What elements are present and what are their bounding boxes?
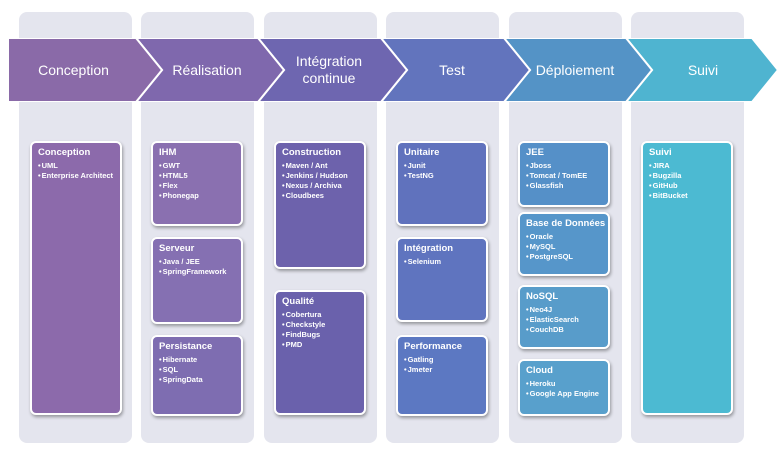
stage-label-1: Conception xyxy=(38,61,109,78)
process-arrow-svg xyxy=(8,38,778,102)
tool-list: JIRABugzillaGitHubBitBucket xyxy=(649,161,725,201)
tool-box-cloud: CloudHerokuGoogle App Engine xyxy=(518,359,610,416)
tool-list-item: Selenium xyxy=(404,257,480,267)
tool-box-nosql: NoSQL Neo4JElasticSearchCouchDB xyxy=(518,285,610,349)
tool-list-item: Enterprise Architect xyxy=(38,171,114,181)
tool-list-item: FindBugs xyxy=(282,330,358,340)
tool-box-persistance: PersistanceHibernateSQLSpringData xyxy=(151,335,243,416)
tool-list-item: GitHub xyxy=(649,181,725,191)
tool-list-item: SpringFramework xyxy=(159,267,235,277)
tool-box-performance: PerformanceGatlingJmeter xyxy=(396,335,488,416)
tool-list-item: Jenkins / Hudson xyxy=(282,171,358,181)
tool-box-ihm: IHM GWTHTML5FlexPhonegap xyxy=(151,141,243,226)
process-arrow-band: Conception Réalisation Intégration continu… xyxy=(8,38,778,102)
tool-list: HerokuGoogle App Engine xyxy=(526,379,602,399)
tool-list: Selenium xyxy=(404,257,480,267)
tool-list: GatlingJmeter xyxy=(404,355,480,375)
tool-list-item: TestNG xyxy=(404,171,480,181)
tool-list-item: Gatling xyxy=(404,355,480,365)
tool-box-title: Serveur xyxy=(159,243,195,254)
tool-box-title: Cloud xyxy=(526,365,553,376)
tool-list-item: Glassfish xyxy=(526,181,602,191)
tool-list-item: SpringData xyxy=(159,375,235,385)
tool-box-unitaire: UnitaireJunitTestNG xyxy=(396,141,488,226)
tool-list-item: Google App Engine xyxy=(526,389,602,399)
tool-list-item: ElasticSearch xyxy=(526,315,602,325)
tool-list-item: Oracle xyxy=(526,232,602,242)
tool-list-item: Bugzilla xyxy=(649,171,725,181)
tool-list: OracleMySQLPostgreSQL xyxy=(526,232,602,262)
stage-label-2: Réalisation xyxy=(172,61,242,78)
stage-label-4: Test xyxy=(439,61,465,78)
tool-list-item: Nexus / Archiva xyxy=(282,181,358,191)
tool-box-title: Persistance xyxy=(159,341,213,352)
tool-list-item: Flex xyxy=(159,181,235,191)
tool-list: Neo4JElasticSearchCouchDB xyxy=(526,305,602,335)
tool-list-item: Hibernate xyxy=(159,355,235,365)
tool-box-conception: ConceptionUMLEnterprise Architect xyxy=(30,141,122,415)
tool-list: GWTHTML5FlexPhonegap xyxy=(159,161,235,201)
tool-box-title: Unitaire xyxy=(404,147,440,158)
tool-box-title: Conception xyxy=(38,147,91,158)
tool-list: CoberturaCheckstyleFindBugsPMD xyxy=(282,310,358,350)
tool-list-item: Jboss xyxy=(526,161,602,171)
tool-list-item: Tomcat / TomEE xyxy=(526,171,602,181)
tool-list-item: Jmeter xyxy=(404,365,480,375)
tool-box-construction: ConstructionMaven / AntJenkins / HudsonN… xyxy=(274,141,366,269)
tool-list: Maven / AntJenkins / HudsonNexus / Archi… xyxy=(282,161,358,201)
tool-box-qualit-: QualitéCoberturaCheckstyleFindBugsPMD xyxy=(274,290,366,415)
tool-list-item: CouchDB xyxy=(526,325,602,335)
tool-box-title: Base de Données xyxy=(526,218,606,229)
stage-label-6: Suivi xyxy=(687,61,719,78)
tool-list-item: Cloudbees xyxy=(282,191,358,201)
tool-box-int-gration: IntégrationSelenium xyxy=(396,237,488,322)
tool-list-item: Java / JEE xyxy=(159,257,235,267)
tool-box-title: Suivi xyxy=(649,147,672,158)
tool-box-title: JEE xyxy=(526,147,544,158)
tool-box-title: Performance xyxy=(404,341,463,352)
tool-box-title: Construction xyxy=(282,147,342,158)
tool-list-item: Heroku xyxy=(526,379,602,389)
tool-list: Java / JEESpringFramework xyxy=(159,257,235,277)
stage-label-3: Intégration continue xyxy=(295,53,363,86)
tool-list-item: PMD xyxy=(282,340,358,350)
tool-list-item: JIRA xyxy=(649,161,725,171)
tool-list-item: Cobertura xyxy=(282,310,358,320)
tool-box-title: Intégration xyxy=(404,243,454,254)
tool-list-item: Junit xyxy=(404,161,480,171)
tool-box-title: IHM xyxy=(159,147,177,158)
tool-list-item: Maven / Ant xyxy=(282,161,358,171)
tool-list-item: GWT xyxy=(159,161,235,171)
tool-list-item: MySQL xyxy=(526,242,602,252)
tool-list-item: Phonegap xyxy=(159,191,235,201)
tool-box-suivi: SuiviJIRABugzillaGitHubBitBucket xyxy=(641,141,733,415)
tool-box-title: NoSQL xyxy=(526,291,559,302)
tool-list-item: HTML5 xyxy=(159,171,235,181)
tool-list-item: Checkstyle xyxy=(282,320,358,330)
tool-box-base-de-donn-es: Base de DonnéesOracleMySQLPostgreSQL xyxy=(518,212,610,276)
tool-list: HibernateSQLSpringData xyxy=(159,355,235,385)
stage-label-5: Déploiement xyxy=(535,61,615,78)
stage-chevron-1 xyxy=(8,38,164,102)
tool-list-item: BitBucket xyxy=(649,191,725,201)
tool-box-serveur: ServeurJava / JEESpringFramework xyxy=(151,237,243,324)
tool-list-item: Neo4J xyxy=(526,305,602,315)
tool-list: JbossTomcat / TomEEGlassfish xyxy=(526,161,602,191)
tool-list-item: PostgreSQL xyxy=(526,252,602,262)
tool-list: UMLEnterprise Architect xyxy=(38,161,114,181)
tool-list: JunitTestNG xyxy=(404,161,480,181)
tool-list-item: SQL xyxy=(159,365,235,375)
tool-list-item: UML xyxy=(38,161,114,171)
tool-box-jee: JEE JbossTomcat / TomEEGlassfish xyxy=(518,141,610,207)
tool-box-title: Qualité xyxy=(282,296,315,307)
